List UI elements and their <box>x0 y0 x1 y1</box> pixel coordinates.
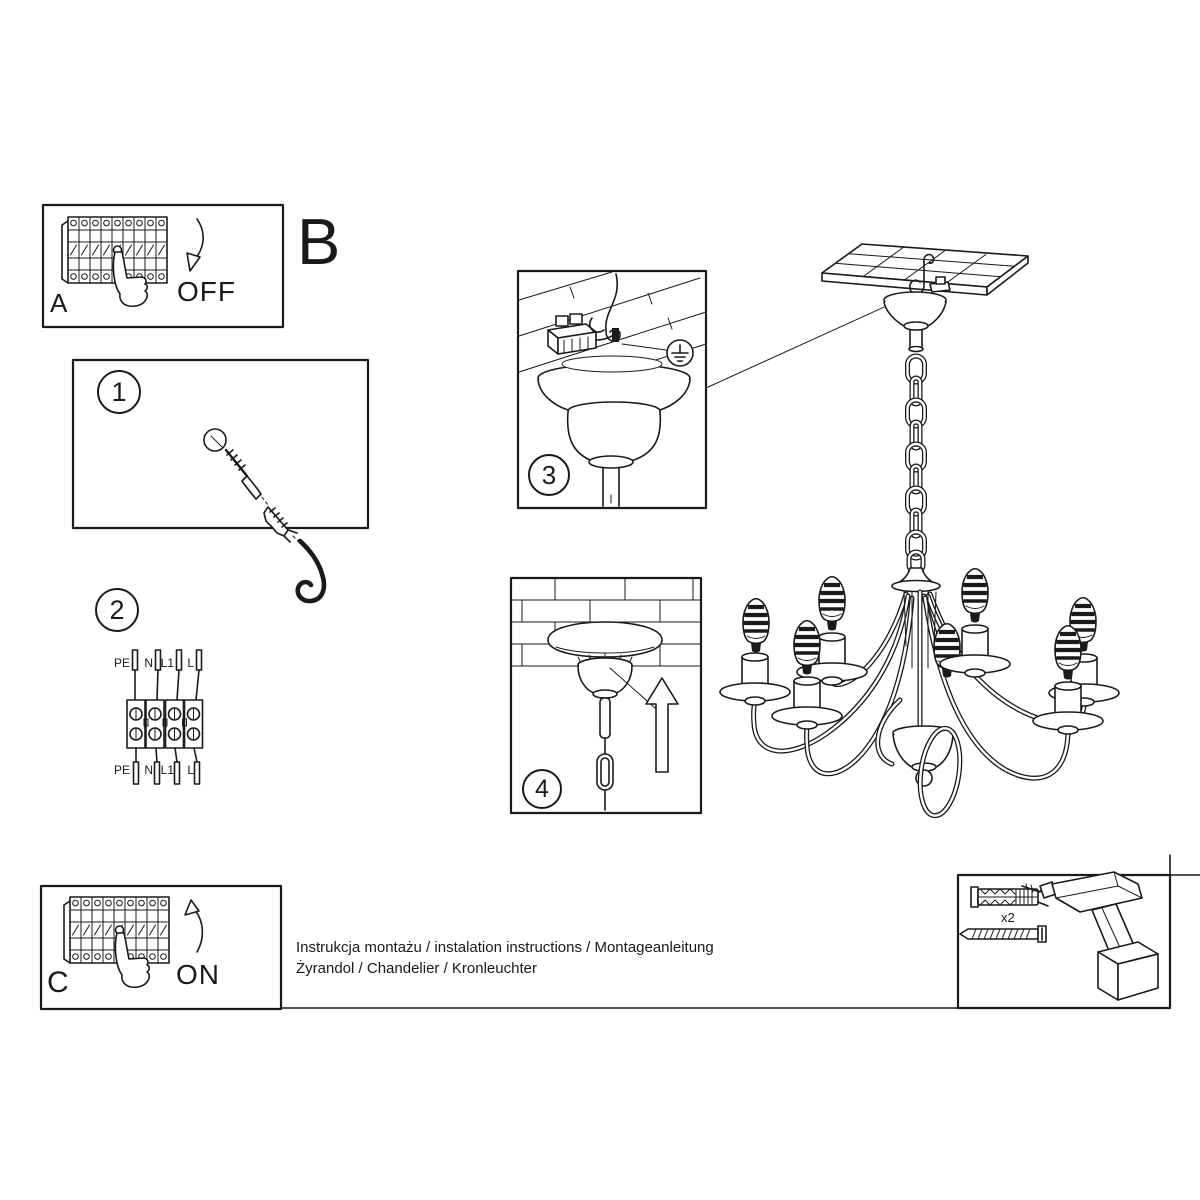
step1-illustration <box>203 428 327 604</box>
panel-c-action-on: ON <box>176 959 220 990</box>
screw-icon <box>959 925 1047 943</box>
ceiling-hook <box>909 253 951 295</box>
arrow-down-head <box>186 252 201 272</box>
leader-line-step3 <box>705 302 894 389</box>
chandelier-top-cap <box>891 549 941 593</box>
wire-label-n-bottom: N <box>144 763 153 777</box>
canopy-dome <box>547 621 663 658</box>
wall-anchor-icon <box>263 506 300 543</box>
chain-link-icon <box>596 753 614 791</box>
step3-illustration <box>518 271 894 507</box>
arrow-up-head <box>184 899 200 916</box>
step-number-4: 4 <box>522 769 562 809</box>
cord-sleeve <box>599 697 611 739</box>
step-number-3: 3 <box>528 454 570 496</box>
parts-illustration <box>959 871 1159 1001</box>
wire-label-pe-top: PE <box>113 656 130 670</box>
hanging-chain <box>905 353 927 561</box>
leader-line-step4 <box>609 667 665 717</box>
step-number-2: 2 <box>95 588 139 632</box>
ceiling-hook-icon <box>295 538 327 604</box>
ceiling-panel <box>821 243 1029 296</box>
hook-screw-icon <box>224 448 269 506</box>
arrow-up-outline-icon <box>645 677 679 773</box>
panel-a-label: A <box>50 288 68 318</box>
terminal-block-icon <box>126 699 204 749</box>
anchor-quantity-label: x2 <box>1001 910 1015 925</box>
chandelier-illustration <box>719 243 1120 819</box>
wire-curl <box>589 317 605 333</box>
wire-label-l-bottom: L <box>187 763 194 777</box>
ground-symbol-icon <box>666 339 694 367</box>
wall-plug-icon <box>970 886 1049 908</box>
arrow-up-icon <box>194 909 204 953</box>
step2-wiring-diagram <box>126 649 204 785</box>
panel-b-label: B <box>297 205 341 278</box>
drill-icon <box>1021 871 1159 1001</box>
step-number-1: 1 <box>97 370 141 414</box>
panel-c-label: C <box>47 966 69 999</box>
wire-label-pe-bottom: PE <box>113 763 130 777</box>
wire-label-n-top: N <box>144 656 153 670</box>
wire-label-l1-bottom: L1 <box>160 763 174 777</box>
panel-a-illustration <box>61 216 204 308</box>
footer-title-line1: Instrukcja montażu / instalation instruc… <box>296 939 714 956</box>
mount-bolt <box>612 328 619 342</box>
canopy-main <box>883 291 947 353</box>
front-loop-arm <box>917 725 963 819</box>
wire-label-l-top: L <box>187 656 194 670</box>
chandelier-stem <box>903 589 937 733</box>
terminal-block-3d <box>547 313 613 355</box>
wire-label-l1-top: L1 <box>160 656 174 670</box>
footer-title-line2: Żyrandol / Chandelier / Kronleuchter <box>296 960 537 977</box>
panel-c-illustration <box>63 896 204 989</box>
panel-a-action-off: OFF <box>177 276 236 307</box>
step4-illustration <box>510 577 702 811</box>
